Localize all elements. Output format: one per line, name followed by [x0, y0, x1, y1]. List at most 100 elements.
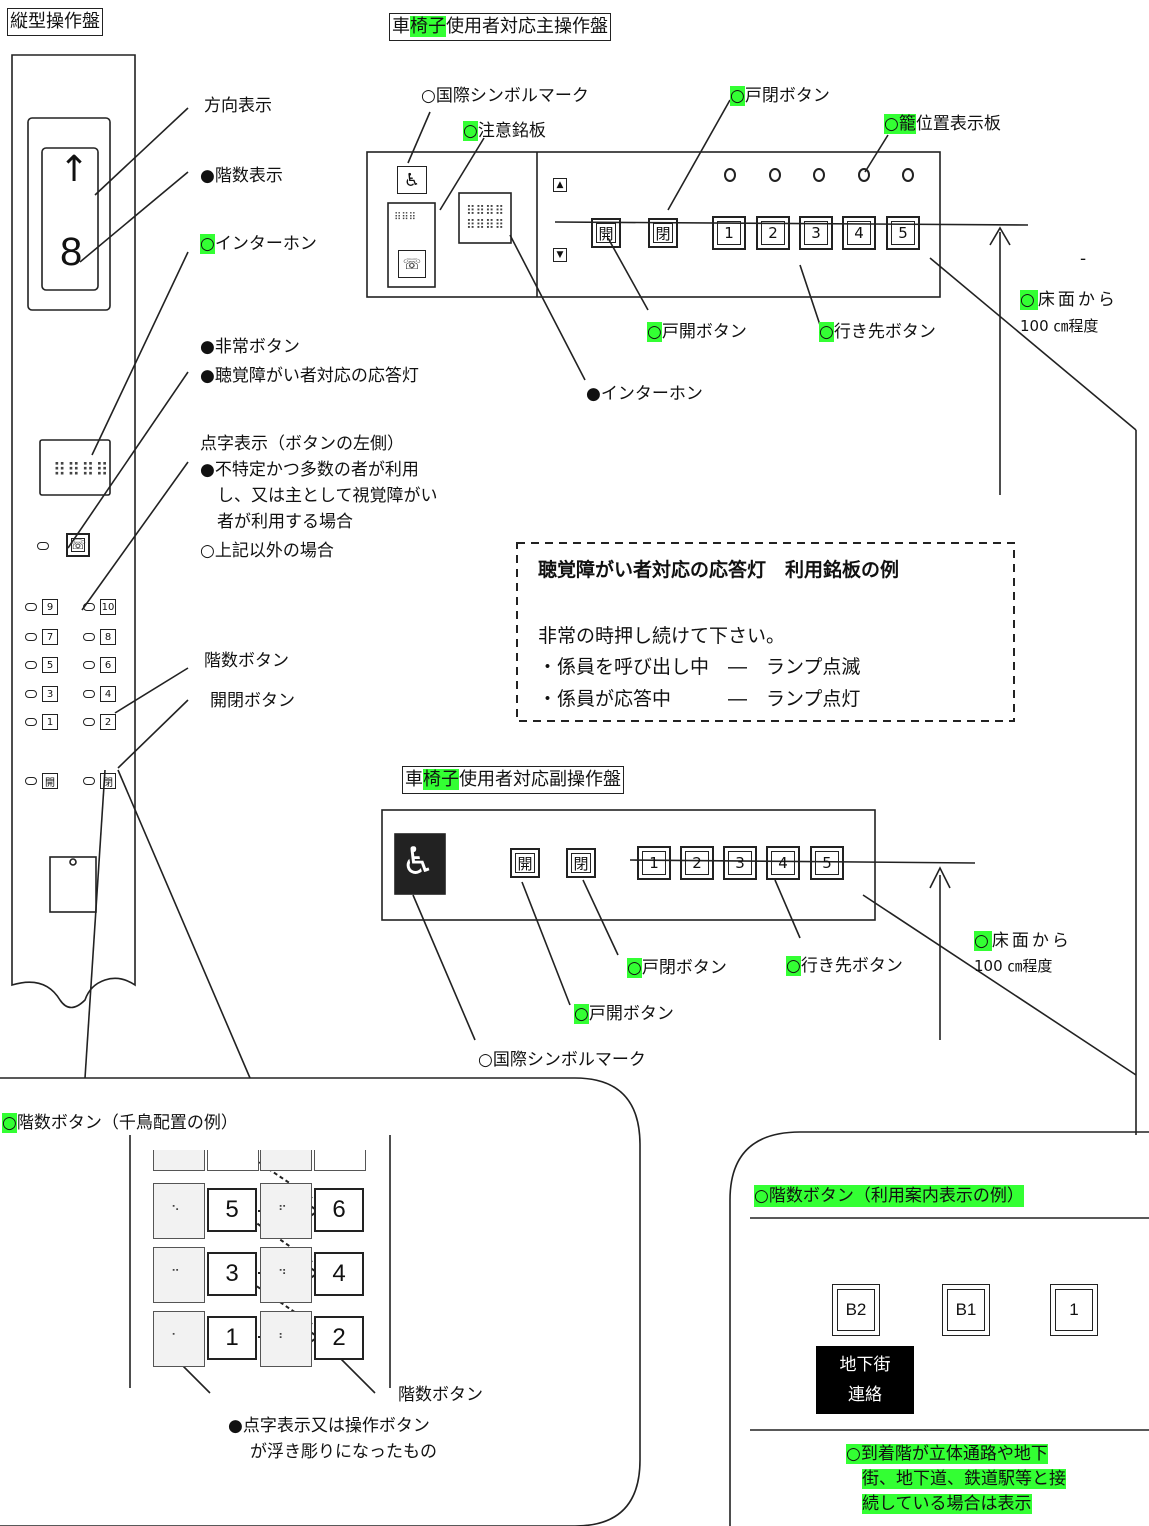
braille-line3: 者が利用する場合 — [217, 512, 353, 532]
car-position-label: ○籠位置表示板 — [884, 114, 1001, 134]
main-dest-button-2[interactable]: 2 — [756, 216, 790, 250]
highlight-circle-icon: ○ — [786, 956, 801, 976]
sub-dest-button-3[interactable]: 3 — [723, 846, 757, 880]
open-close-label: 開閉ボタン — [210, 691, 295, 711]
grid-cell — [153, 1150, 205, 1171]
highlight-circle-icon: ○ — [2, 1113, 17, 1133]
braille-line2: し、又は主として視覚障がい — [217, 486, 438, 506]
floor-button-2[interactable]: 2 — [100, 714, 116, 730]
position-lamp-4 — [858, 168, 870, 182]
highlight-circle-icon: ○ — [819, 322, 834, 342]
sub-dest-button-5[interactable]: 5 — [810, 846, 844, 880]
braille-dots: ⠢ — [171, 1200, 181, 1214]
position-lamp-1 — [724, 168, 736, 182]
main-dest-button-1[interactable]: 1 — [712, 216, 746, 250]
braille-marker — [25, 690, 37, 698]
floor-button-9[interactable]: 9 — [42, 599, 58, 615]
sub-dest-button-1[interactable]: 1 — [637, 846, 671, 880]
braille-marker — [83, 690, 95, 698]
guide-title: ○階数ボタン（利用案内表示の例） — [754, 1185, 1024, 1207]
stagger-button-3[interactable]: 3 — [207, 1252, 257, 1296]
braille-dots: ⠒ — [171, 1264, 181, 1278]
guide-button-b2[interactable]: B2 — [832, 1284, 880, 1336]
main-close-button[interactable]: 閉 — [648, 218, 678, 248]
highlight-circle-icon: ○ — [974, 931, 992, 951]
connection-tag: 地下街 連絡 — [816, 1346, 914, 1414]
position-lamp-2 — [769, 168, 781, 182]
braille-marker — [83, 661, 95, 669]
braille-dots: ⠲ — [278, 1264, 288, 1278]
braille-marker — [25, 718, 37, 726]
highlight-circle-icon: ○ — [1020, 290, 1038, 310]
sub-close-button[interactable]: 閉 — [566, 848, 596, 878]
sub-open-button[interactable]: 開 — [510, 848, 540, 878]
main-floor-height-label: ○床面から — [1020, 290, 1118, 310]
stagger-button-2[interactable]: 2 — [314, 1316, 364, 1360]
grid-cell — [207, 1150, 259, 1171]
sub-dest-button-4[interactable]: 4 — [766, 846, 800, 880]
guide-button-b1[interactable]: B1 — [942, 1284, 990, 1336]
braille-cell — [260, 1311, 312, 1367]
grid-cell — [260, 1150, 312, 1171]
main-destination-label: ○行き先ボタン — [819, 322, 936, 342]
braille-marker — [83, 603, 95, 611]
highlight-circle-icon: ○ — [884, 114, 899, 134]
highlight-circle-icon: ○ — [627, 958, 642, 978]
interphone-label: ○インターホン — [200, 234, 317, 254]
stagger-note-line2: が浮き彫りになったもの — [250, 1442, 437, 1462]
floor-button-7[interactable]: 7 — [42, 629, 58, 645]
staggered-title: ○階数ボタン（千鳥配置の例） — [2, 1113, 238, 1133]
floor-button-3[interactable]: 3 — [42, 686, 58, 702]
notice-line3: ・係員が応答中 ― ランプ点灯 — [538, 688, 861, 710]
braille-cell — [260, 1247, 312, 1303]
main-symbol-label: ○国際シンボルマーク — [421, 86, 589, 106]
braille-line4: ○上記以外の場合 — [200, 541, 334, 561]
main-door-close-label: ○戸閉ボタン — [730, 86, 830, 106]
response-lamp-label: ●聴覚障がい者対応の応答灯 — [200, 366, 419, 386]
sub-floor-height-label: ○床面から — [974, 931, 1072, 951]
vertical-panel-title: 縦型操作盤 — [7, 8, 103, 36]
stagger-button-1[interactable]: 1 — [207, 1316, 257, 1360]
stagger-note-line1: ●点字表示又は操作ボタン — [228, 1416, 430, 1436]
highlight-circle-icon: ○ — [730, 86, 745, 106]
guide-note-line2: 街、地下道、鉄道駅等と接 — [862, 1469, 1066, 1489]
main-open-button[interactable]: 開 — [591, 218, 621, 248]
braille-cell — [153, 1247, 205, 1303]
main-dest-button-5[interactable]: 5 — [886, 216, 920, 250]
main-panel-title: 車椅子使用者対応主操作盤 — [389, 13, 611, 41]
main-dest-button-4[interactable]: 4 — [842, 216, 876, 250]
floor-button-10[interactable]: 10 — [100, 599, 116, 615]
interphone-icon[interactable]: ☏ — [398, 250, 426, 278]
sub-door-open-label: ○戸開ボタン — [574, 1004, 674, 1024]
close-button[interactable]: 閉 — [100, 773, 116, 789]
stagger-floor-button-label: 階数ボタン — [398, 1385, 483, 1405]
floor-button-5[interactable]: 5 — [42, 657, 58, 673]
floor-button-8[interactable]: 8 — [100, 629, 116, 645]
main-dest-button-3[interactable]: 3 — [799, 216, 833, 250]
stagger-button-6[interactable]: 6 — [314, 1188, 364, 1232]
braille-dots: ⠖ — [278, 1200, 288, 1214]
emergency-button[interactable]: ☏ — [66, 533, 90, 557]
braille-dots: ⠂ — [171, 1328, 181, 1342]
braille-cell — [153, 1311, 205, 1367]
open-button[interactable]: 開 — [42, 773, 58, 789]
guide-note-line3: 続している場合は表示 — [862, 1494, 1032, 1514]
braille-line1: ●不特定かつ多数の者が利用 — [200, 460, 419, 480]
braille-marker — [25, 777, 37, 785]
braille-marker — [83, 718, 95, 726]
interphone-grille-icon: ⠿⠿⠿⠿ — [53, 460, 110, 481]
sub-dest-button-2[interactable]: 2 — [680, 846, 714, 880]
stagger-button-5[interactable]: 5 — [207, 1188, 257, 1232]
floor-button-1[interactable]: 1 — [42, 714, 58, 730]
highlight-circle-icon: ○ — [463, 121, 478, 141]
grid-cell — [314, 1150, 366, 1171]
braille-marker — [25, 603, 37, 611]
braille-marker — [25, 661, 37, 669]
direction-label: 方向表示 — [204, 96, 272, 116]
guide-button-1[interactable]: 1 — [1050, 1284, 1098, 1336]
braille-marker — [83, 633, 95, 641]
floor-button-4[interactable]: 4 — [100, 686, 116, 702]
stagger-button-4[interactable]: 4 — [314, 1252, 364, 1296]
floor-button-6[interactable]: 6 — [100, 657, 116, 673]
position-lamp-3 — [813, 168, 825, 182]
